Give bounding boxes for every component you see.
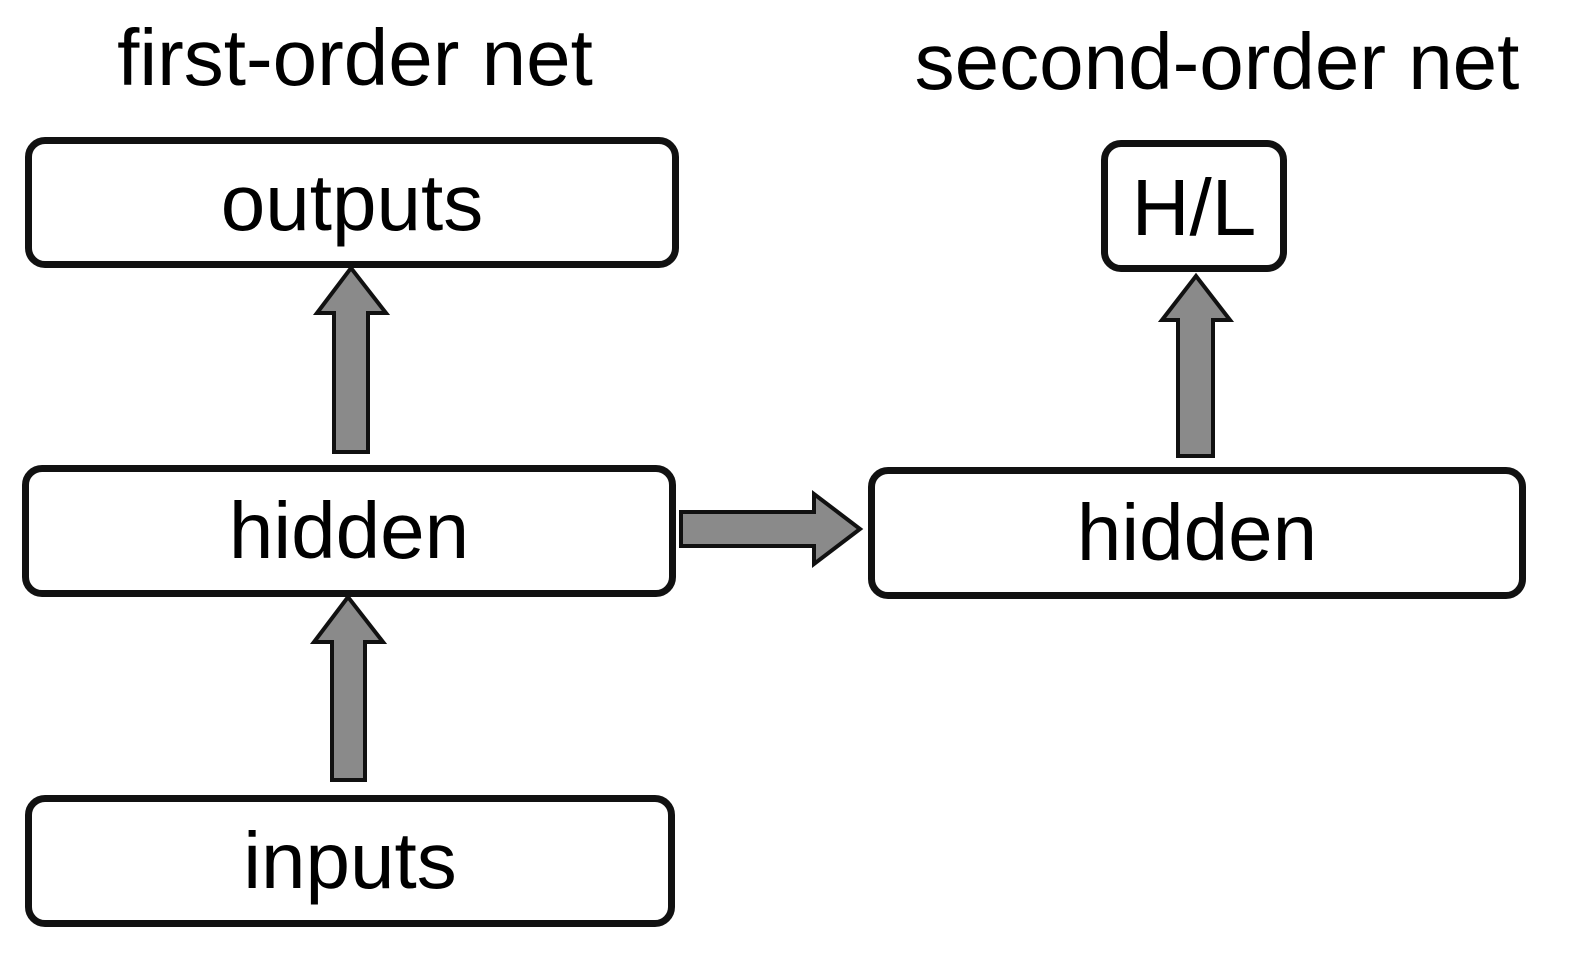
second-order-hidden-label: hidden: [1076, 488, 1318, 577]
outputs-node: outputs: [25, 137, 679, 268]
first-order-net-title: first-order net: [117, 13, 593, 102]
arrow-first-hidden-to-second-hidden: [679, 489, 864, 569]
inputs-node: inputs: [25, 795, 675, 927]
hl-node: H/L: [1101, 140, 1287, 272]
second-order-hidden-node: hidden: [868, 467, 1526, 599]
inputs-label: inputs: [243, 816, 457, 905]
first-order-hidden-node: hidden: [22, 465, 676, 597]
second-order-net-title: second-order net: [914, 17, 1520, 106]
hl-label: H/L: [1131, 163, 1257, 252]
arrow-inputs-to-hidden: [309, 593, 388, 782]
outputs-label: outputs: [220, 157, 484, 247]
arrow-hidden-to-hl: [1157, 272, 1235, 458]
first-order-hidden-label: hidden: [228, 486, 470, 575]
arrow-hidden-to-outputs: [312, 264, 391, 454]
